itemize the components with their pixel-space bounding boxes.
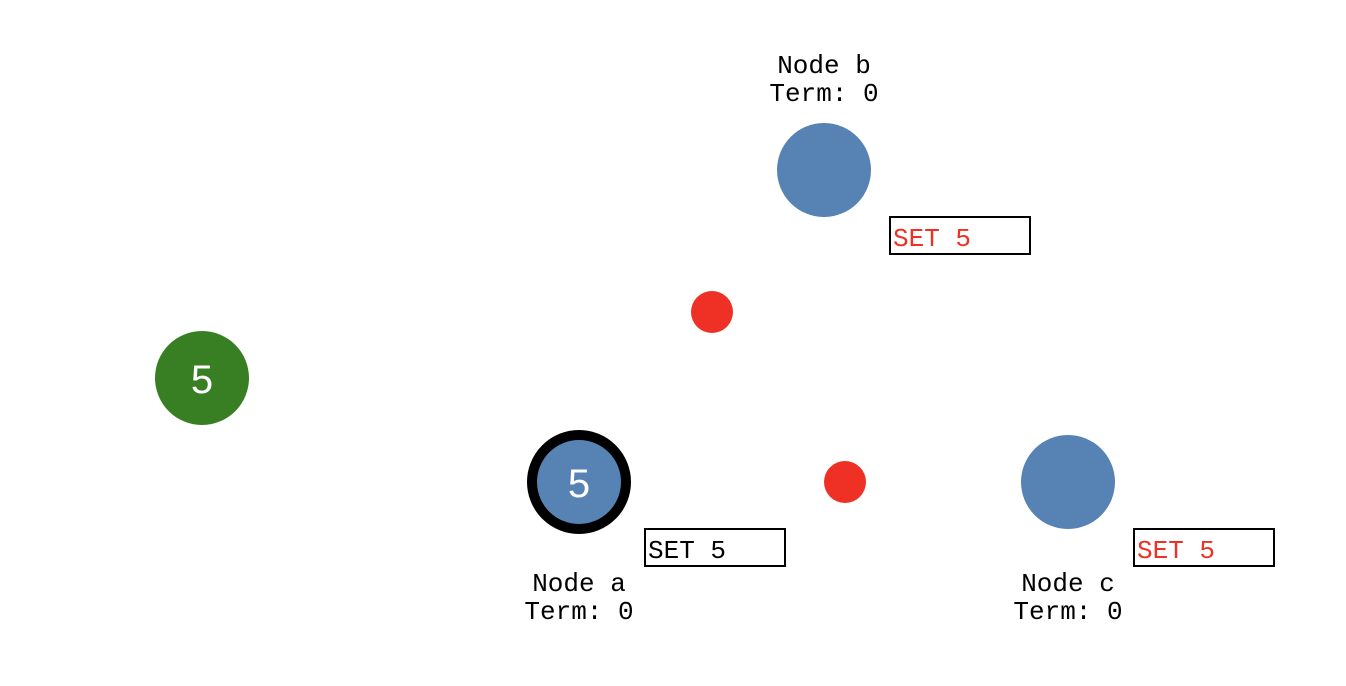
- node-c-log: SET 5: [1133, 528, 1275, 567]
- node-a-value: 5: [568, 462, 590, 506]
- node-c-term: Term: 0: [1013, 597, 1122, 627]
- message-a-to-c: [824, 461, 866, 503]
- node-b-log-entry: SET 5: [893, 224, 971, 254]
- node-c-log-entry: SET 5: [1137, 536, 1215, 566]
- node-a-name: Node a: [532, 569, 626, 599]
- node-b-log: SET 5: [889, 216, 1031, 255]
- node-a-term: Term: 0: [524, 597, 633, 627]
- client[interactable]: 5: [155, 331, 249, 425]
- node-b[interactable]: Node b Term: 0: [769, 51, 879, 217]
- node-b-log-box: [889, 216, 1031, 255]
- node-a-circle: [527, 430, 631, 534]
- node-b-circle: [777, 123, 871, 217]
- node-c[interactable]: Node c Term: 0: [1013, 435, 1123, 627]
- node-a[interactable]: 5 Node a Term: 0: [524, 430, 634, 627]
- node-c-log-box: [1133, 528, 1275, 567]
- node-c-circle: [1021, 435, 1115, 529]
- node-a-log: SET 5: [644, 528, 786, 567]
- node-b-name: Node b: [777, 51, 871, 81]
- client-circle: [155, 331, 249, 425]
- client-value: 5: [191, 358, 213, 402]
- node-a-log-entry: SET 5: [648, 536, 726, 566]
- node-a-log-box: [644, 528, 786, 567]
- message-a-to-b: [691, 291, 733, 333]
- node-b-term: Term: 0: [769, 79, 878, 109]
- node-c-name: Node c: [1021, 569, 1115, 599]
